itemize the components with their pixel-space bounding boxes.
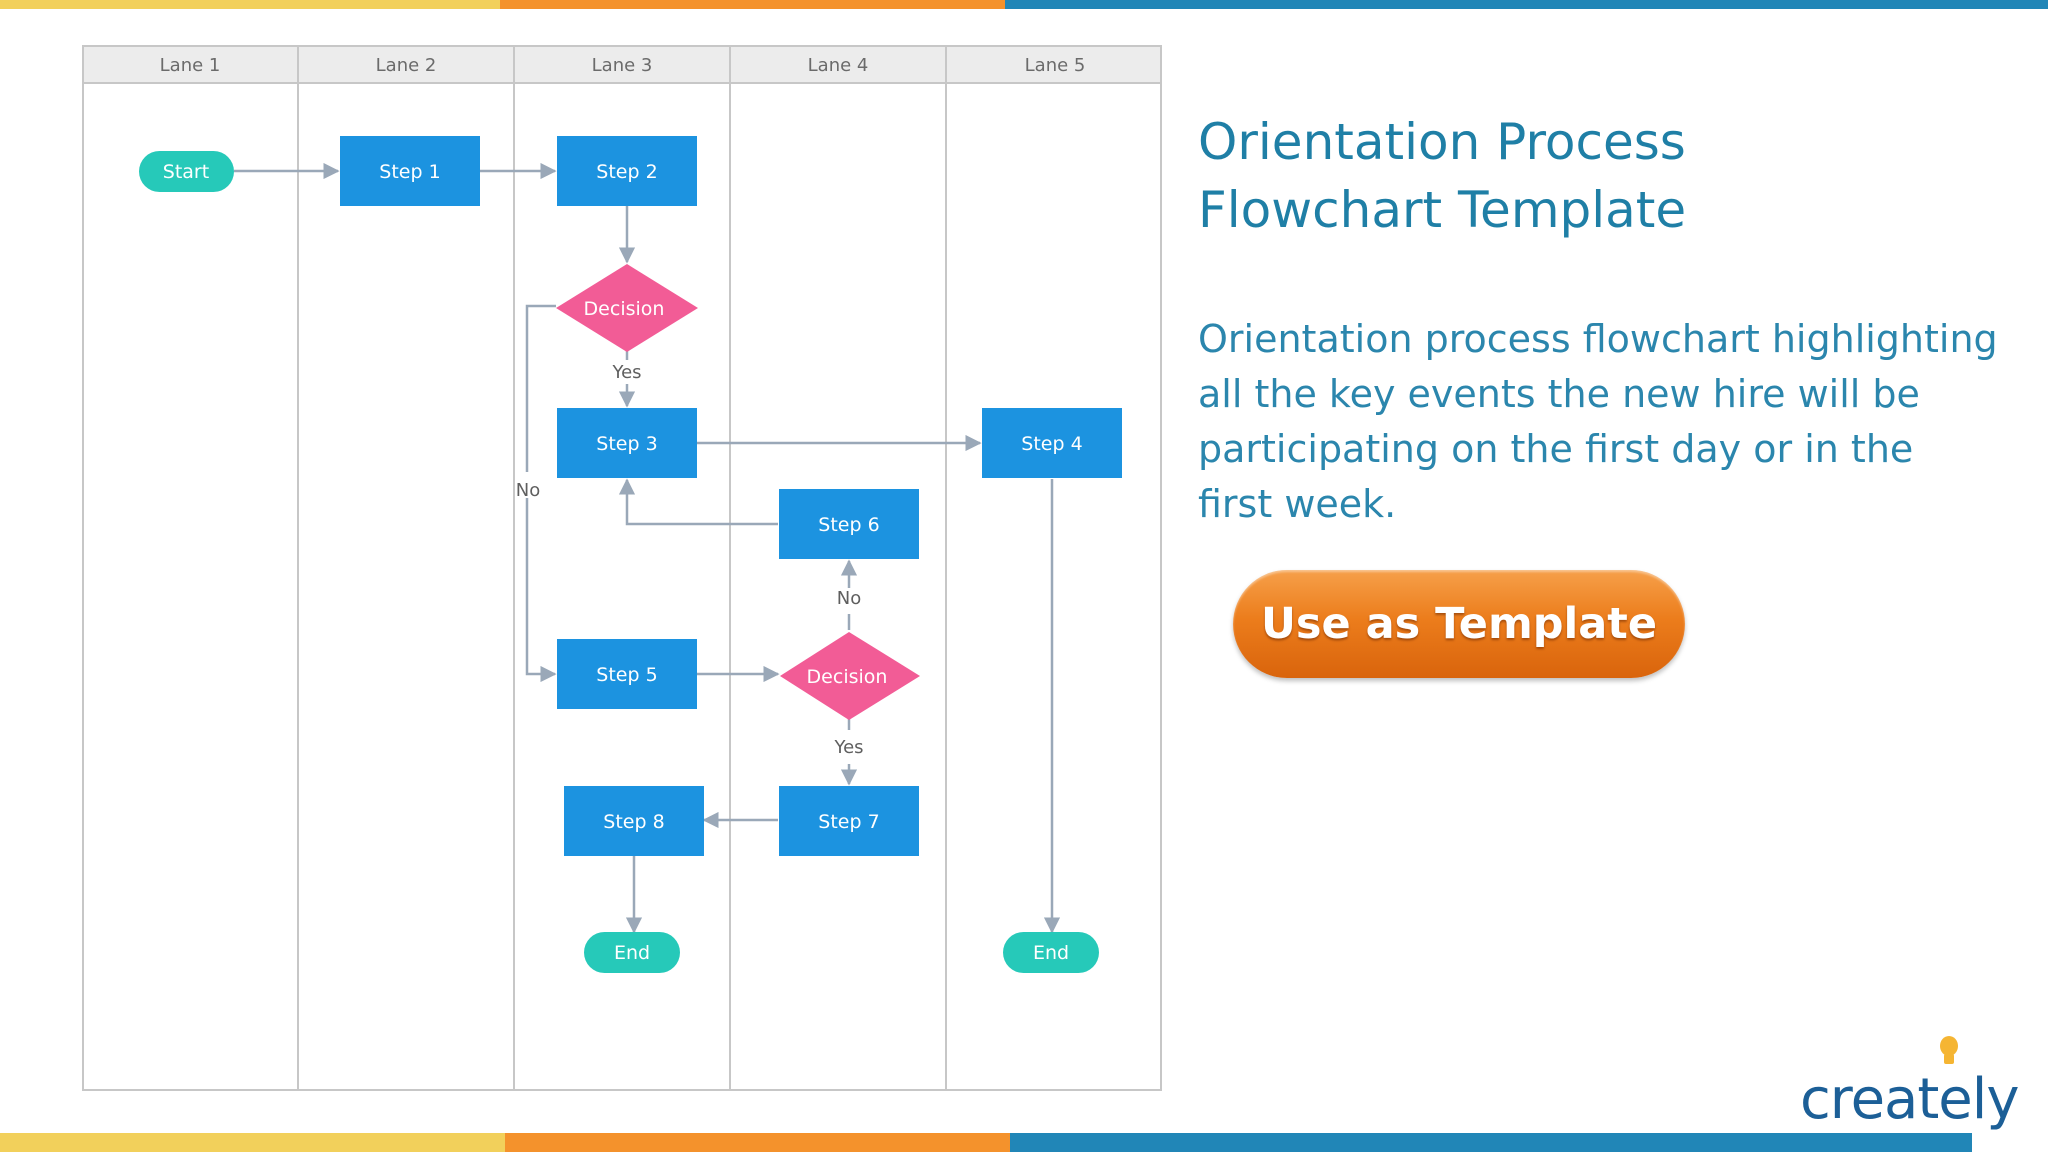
connector-step6-step3: [618, 478, 778, 526]
node-decision-2: Decision: [780, 632, 920, 720]
node-step-2: Step 2: [557, 136, 697, 206]
lane-header-4: Lane 4: [808, 55, 869, 76]
node-step-6: Step 6: [779, 489, 919, 559]
top-bar-orange: [500, 0, 1005, 9]
svg-text:End: End: [614, 942, 650, 964]
top-bar-yellow: [0, 0, 500, 9]
edge-label-decision2-no: No: [837, 588, 861, 609]
page-title-line-2: Flowchart Template: [1198, 181, 1687, 239]
node-end-1: End: [584, 932, 680, 973]
svg-text:Step 2: Step 2: [596, 161, 657, 183]
svg-text:Start: Start: [163, 161, 209, 183]
top-bar-blue: [1005, 0, 2048, 9]
node-step-8: Step 8: [564, 786, 704, 856]
lane-header-2: Lane 2: [376, 55, 437, 76]
node-step-1: Step 1: [340, 136, 480, 206]
node-step-7: Step 7: [779, 786, 919, 856]
lane-header-5: Lane 5: [1025, 55, 1086, 76]
node-start: Start: [139, 151, 234, 192]
edge-label-decision2-yes: Yes: [833, 737, 863, 758]
template-description: Orientation process flowchart highlighti…: [1198, 317, 1998, 526]
bottom-bar-blue: [1010, 1133, 1972, 1152]
svg-text:Step 6: Step 6: [818, 514, 879, 536]
node-decision-1: Decision: [556, 264, 698, 352]
lane-header-1: Lane 1: [160, 55, 221, 76]
page-title-line-1: Orientation Process: [1198, 113, 1686, 171]
bottom-bar-yellow: [0, 1133, 505, 1152]
svg-text:Step 1: Step 1: [379, 161, 440, 183]
use-as-template-button[interactable]: Use as Template: [1233, 570, 1685, 678]
node-step-4: Step 4: [982, 408, 1122, 478]
lightbulb-icon: [1940, 1036, 1958, 1064]
svg-text:Step 4: Step 4: [1021, 433, 1082, 455]
node-step-5: Step 5: [557, 639, 697, 709]
svg-text:Step 3: Step 3: [596, 433, 657, 455]
svg-text:End: End: [1033, 942, 1069, 964]
logo-text: creately: [1800, 1067, 2019, 1132]
edge-label-decision1-no: No: [516, 480, 540, 501]
lane-header-3: Lane 3: [592, 55, 653, 76]
connector-decision1-no-arrow: [525, 498, 557, 683]
connector-decision1-no: [525, 304, 556, 472]
bottom-bar-orange: [505, 1133, 1010, 1152]
svg-text:Step 7: Step 7: [818, 811, 879, 833]
node-step-3: Step 3: [557, 408, 697, 478]
svg-text:Step 5: Step 5: [596, 664, 657, 686]
svg-text:Decision: Decision: [584, 298, 665, 320]
svg-text:Decision: Decision: [807, 666, 888, 688]
node-end-2: End: [1003, 932, 1099, 973]
svg-text:Step 8: Step 8: [603, 811, 664, 833]
creately-logo[interactable]: creately: [1800, 1036, 2019, 1132]
edge-label-decision1-yes: Yes: [611, 362, 641, 383]
swimlane-grid: [82, 45, 1162, 1091]
